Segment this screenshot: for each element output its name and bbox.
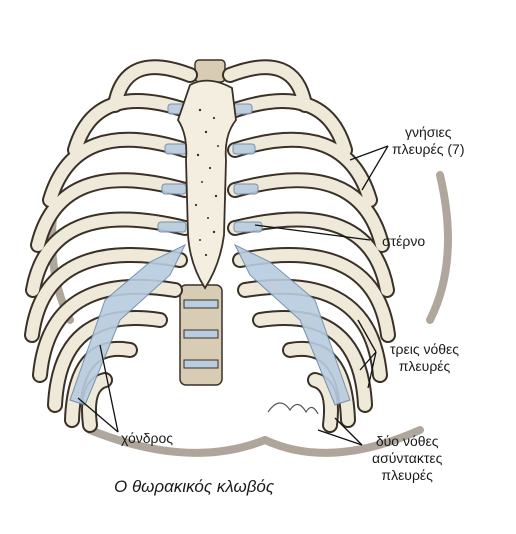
true-ribs-line1: γνήσιες (404, 124, 452, 140)
true-ribs-label: γνήσιες πλευρές (7) (392, 124, 465, 158)
leader-lines (77, 145, 389, 446)
false-ribs-line1: τρεις νόθες (390, 341, 460, 357)
signature-mark (267, 402, 319, 415)
costal-cartilage (69, 103, 351, 406)
cartilage-label: χόνδρος (121, 430, 174, 446)
figure-caption: Ο θωρακικός κλωβός (114, 477, 275, 496)
sternum (177, 79, 237, 290)
true-ribs-line2: πλευρές (7) (392, 141, 465, 157)
false-ribs-label: τρεις νόθες πλευρές (390, 341, 459, 375)
right-ribs (222, 59, 396, 433)
left-ribs (24, 59, 198, 433)
sternum-label: στέρνο (382, 233, 426, 249)
false-ribs-line2: πλευρές (398, 358, 451, 374)
floating-ribs-line2: ασύντακτες (372, 450, 443, 466)
floating-ribs-label: δύο νόθες ασύντακτες πλευρές (372, 433, 442, 484)
floating-ribs-line3: πλευρές (381, 467, 433, 483)
floating-ribs-line1: δύο νόθες (375, 433, 439, 449)
